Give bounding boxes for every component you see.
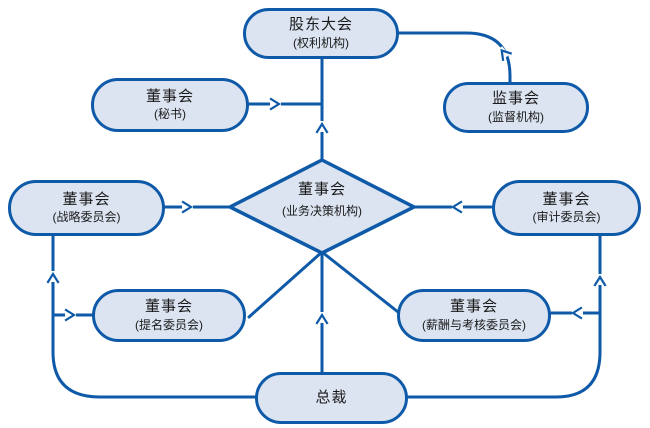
node-audit-sublabel: (审计委员会) — [532, 210, 601, 225]
node-strategy-label: 董事会 — [62, 190, 111, 208]
node-nomination-label: 董事会 — [144, 298, 193, 316]
arrowhead-audit — [450, 200, 463, 214]
node-shareholders-sublabel: (权利机构) — [293, 35, 349, 50]
node-president-label: 总裁 — [315, 388, 348, 406]
node-audit-label: 董事会 — [542, 190, 591, 208]
node-nomination: 董事会 (提名委员会) — [92, 289, 246, 342]
edge-president-audit — [404, 232, 602, 399]
node-secretary-label: 董事会 — [145, 87, 194, 105]
edge-supervisory-shareholders — [396, 31, 512, 85]
node-supervisory-sublabel: (监督机构) — [488, 109, 544, 124]
arrowhead-rightloop-up — [593, 274, 607, 287]
edge-decision-remuneration — [320, 250, 400, 314]
arrowhead-president-up — [315, 312, 329, 325]
node-decision-shape — [226, 158, 418, 255]
arrowhead-secretary — [269, 97, 282, 111]
edge-decision-nomination — [247, 250, 324, 319]
arrowhead-leftloop-up — [46, 271, 60, 284]
node-secretary: 董事会 (秘书) — [91, 78, 249, 132]
node-decision: 董事会 (业务决策机构) — [237, 180, 407, 219]
node-audit: 董事会 (审计委员会) — [492, 180, 641, 236]
node-secretary-sublabel: (秘书) — [154, 107, 186, 122]
arrowhead-strategy — [181, 200, 194, 214]
node-president: 总裁 — [255, 372, 408, 424]
node-supervisory-label: 监事会 — [491, 90, 540, 108]
node-strategy-sublabel: (战略委员会) — [52, 210, 121, 225]
arrowhead-nomination — [64, 308, 77, 322]
edge-president-strategy — [51, 232, 258, 399]
node-supervisory: 监事会 (监督机构) — [443, 82, 589, 133]
node-nomination-sublabel: (提名委员会) — [135, 317, 203, 332]
arrowhead-remuneration — [570, 306, 583, 320]
node-remuneration-sublabel: (薪酬与考核委员会) — [422, 317, 526, 332]
node-shareholders-label: 股东大会 — [288, 16, 353, 34]
arrowhead-supervisory-curve — [497, 46, 513, 62]
node-shareholders: 股东大会 (权利机构) — [243, 8, 399, 59]
node-decision-label: 董事会 — [297, 181, 346, 198]
node-remuneration-label: 董事会 — [449, 298, 498, 316]
node-remuneration: 董事会 (薪酬与考核委员会) — [397, 289, 551, 342]
node-decision-sublabel: (业务决策机构) — [282, 203, 362, 218]
node-strategy: 董事会 (战略委员会) — [8, 180, 165, 236]
arrowhead-decision-up — [315, 121, 329, 134]
